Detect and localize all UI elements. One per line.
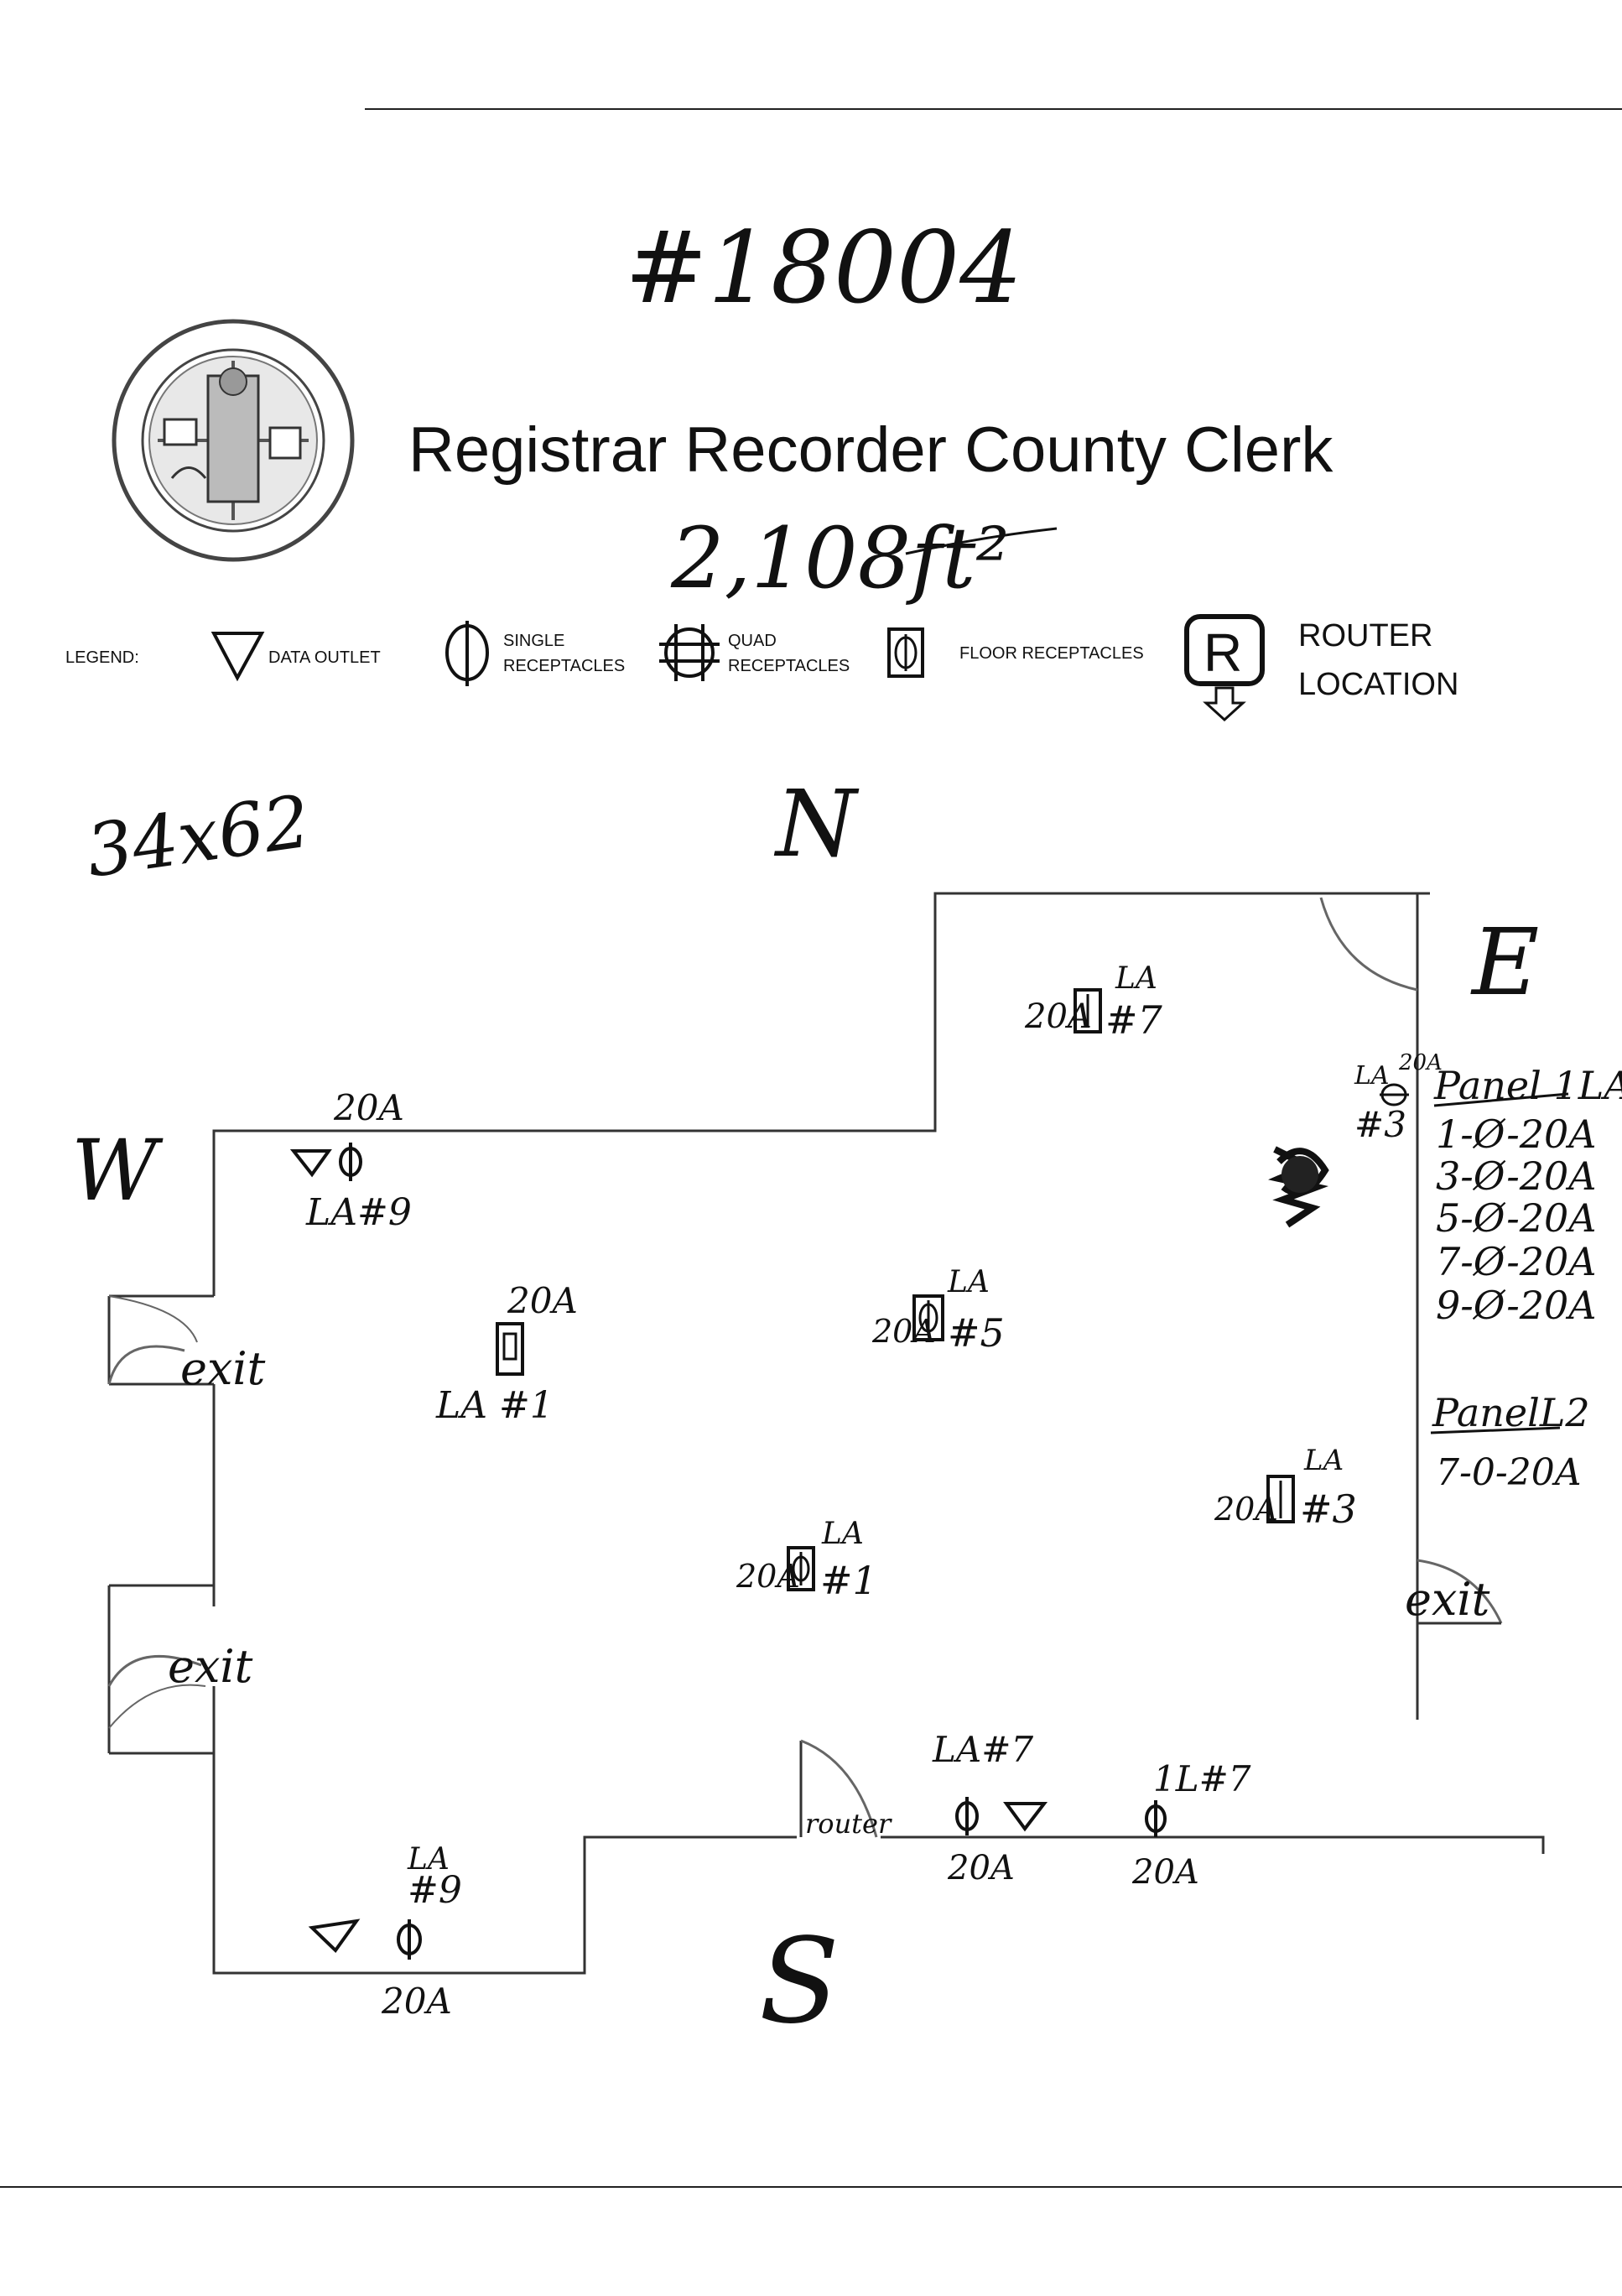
door-swing-w-upper [107, 1294, 214, 1386]
legend-single-1: SINGLE [503, 632, 564, 650]
mid-num-label: #1 [820, 1558, 877, 1603]
s2-amp-label: 20A [1131, 1853, 1199, 1892]
w-amp-label: 20A [507, 1280, 578, 1321]
sw-data-outlet-icon [308, 1919, 361, 1954]
sw-amp-label: 20A [381, 1981, 452, 2022]
panel-single-receptacle-icon [1380, 1083, 1409, 1106]
w-floor-receptacle-icon [496, 1322, 524, 1376]
scribble-mark [1268, 1146, 1329, 1228]
s1-single-receptacle-icon [955, 1797, 979, 1835]
panel-la-small: LA [1354, 1061, 1390, 1091]
panel1-line-1: 1-Ø-20A [1436, 1112, 1597, 1157]
e-floor-receptacle-icon [1266, 1475, 1295, 1523]
panel1-line-2: 3-Ø-20A [1436, 1153, 1597, 1199]
compass-east: E [1470, 909, 1539, 1016]
quad-receptacle-icon [659, 624, 720, 681]
legend-label: LEGEND: [65, 648, 139, 667]
door-swing-e [1416, 1544, 1503, 1627]
legend-quad-1: QUAD [728, 632, 777, 650]
legend-router-2: LOCATION [1298, 667, 1458, 702]
center-la-label: LA [947, 1265, 990, 1299]
mid-la-label: LA [821, 1517, 864, 1551]
panel1-line-5: 9-Ø-20A [1436, 1283, 1597, 1328]
center-floor-receptacle-icon [912, 1294, 944, 1341]
ne-floor-receptacle-icon [1074, 988, 1102, 1033]
ne-num-label: #7 [1105, 997, 1163, 1043]
legend-data-outlet: DATA OUTLET [268, 648, 381, 667]
router-letter: R [1204, 622, 1242, 683]
door-swing-ne [1319, 893, 1419, 992]
data-outlet-icon [211, 632, 265, 682]
panel2-title: PanelL2 [1432, 1390, 1590, 1435]
legend-quad-2: RECEPTACLES [728, 657, 850, 675]
room-outline [212, 892, 1545, 1975]
area-label: 2,108ft² [670, 509, 1010, 607]
sw-num-label: #9 [408, 1869, 462, 1912]
s1-amp-label: 20A [947, 1849, 1015, 1887]
single-receptacle-icon [445, 621, 489, 686]
mid-floor-receptacle-icon [787, 1546, 815, 1591]
ne-amp-label: 20A [1024, 997, 1092, 1036]
county-seal-icon [112, 319, 355, 562]
exit-label-w-lower: exit [168, 1640, 253, 1693]
panel1-title: Panel 1LA [1433, 1063, 1622, 1108]
page-title: Registrar Recorder County Clerk [408, 414, 1333, 486]
router-note: router [805, 1808, 892, 1840]
compass-north: N [773, 770, 860, 877]
area-underline [905, 527, 1058, 555]
floor-receptacle-icon [887, 627, 924, 678]
nw-data-outlet-icon [289, 1149, 332, 1178]
s2-single-receptacle-icon [1145, 1800, 1167, 1837]
nw-amp-label: 20A [333, 1087, 404, 1128]
panel-amp-small: 20A [1398, 1050, 1443, 1075]
door-swing-w-lower [107, 1584, 214, 1755]
door-swing-s [799, 1739, 878, 1838]
s2-circuit-label: 1L#7 [1153, 1758, 1251, 1799]
ne-la-label: LA [1115, 961, 1157, 996]
legend-router-1: ROUTER [1298, 618, 1432, 653]
exit-label-w-upper: exit [180, 1342, 266, 1395]
center-num-label: #5 [948, 1310, 1005, 1356]
compass-south: S [759, 1913, 840, 2050]
panel-num-small: #3 [1354, 1104, 1406, 1145]
panel2-underline [1430, 1426, 1561, 1434]
sw-single-receptacle-icon [397, 1919, 422, 1960]
e-la-label: LA [1303, 1444, 1344, 1477]
handwritten-id: #18004 [625, 210, 1022, 325]
nw-circuit-label: LA#9 [305, 1191, 412, 1234]
w-circuit-label: LA #1 [435, 1384, 554, 1427]
s1-circuit-label: LA#7 [932, 1729, 1033, 1770]
compass-west: W [71, 1122, 164, 1220]
panel2-line-1: 7-0-20A [1436, 1451, 1582, 1494]
legend-floor: FLOOR RECEPTACLES [959, 644, 1144, 663]
nw-single-receptacle-icon [339, 1143, 362, 1181]
panel1-line-3: 5-Ø-20A [1436, 1195, 1597, 1241]
panel1-underline [1433, 1092, 1569, 1107]
dimensions-note: 34x62 [81, 780, 315, 894]
e-num-label: #3 [1300, 1486, 1357, 1532]
sw-la-label: LA [407, 1842, 450, 1877]
router-icon: R [1184, 614, 1265, 722]
panel1-line-4: 7-Ø-20A [1436, 1239, 1597, 1284]
legend-single-2: RECEPTACLES [503, 657, 625, 675]
exit-label-e: exit [1405, 1573, 1490, 1626]
s1-data-outlet-icon [1003, 1802, 1048, 1832]
